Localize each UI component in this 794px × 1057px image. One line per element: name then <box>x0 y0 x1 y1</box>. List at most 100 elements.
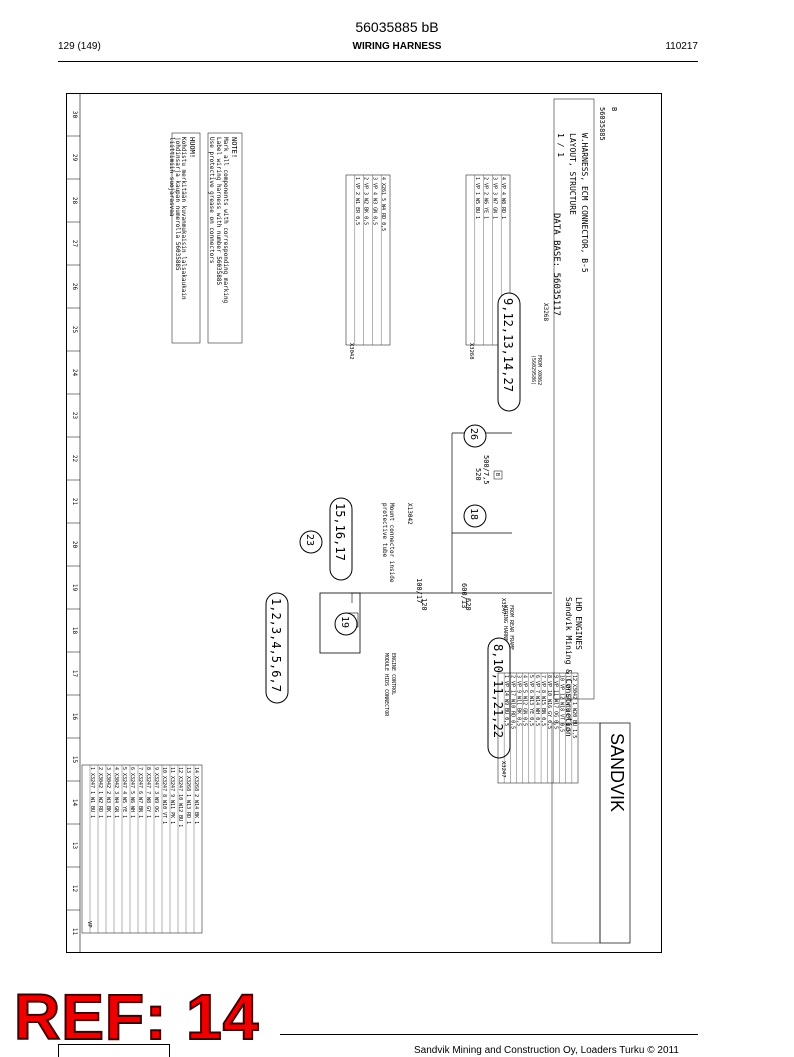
zone-number: 19 <box>71 584 78 592</box>
svg-text:X3268: X3268 <box>468 343 474 360</box>
zone-number: 14 <box>71 799 78 807</box>
footer-copyright: Sandvik Mining and Construction Oy, Load… <box>414 1045 679 1056</box>
table-row: 14 X3268 2 W14 BK 1 <box>193 767 199 824</box>
table-row: 3 X3042 2 W3 BK 1 <box>105 767 111 818</box>
company-line-1: LHD ENGINES <box>574 597 583 650</box>
vp-connector <box>319 592 361 654</box>
table-row: 2 X3042 1 W2 RD 1 <box>97 767 103 818</box>
table-row: 4 VP 5 W12 GN 0,5 <box>522 675 528 726</box>
huom-line-3: liittimiin suojarasvaa <box>168 137 175 217</box>
x3247-label: X3247 <box>500 598 506 615</box>
length-100-17: 100/17 <box>415 578 423 603</box>
table-row: 11 X3247 9 W11 PK 1 <box>169 767 175 824</box>
table-row: 10 VP 12 W18 VT 0,5 <box>559 675 565 732</box>
svg-text:19: 19 <box>339 616 350 628</box>
table-row: 12 X3247 10 W12 BU 1 <box>177 767 183 827</box>
table-row: 3 VP 3 W7 GN 1 <box>491 177 497 219</box>
sandvik-logo: SANDVIK <box>607 733 627 812</box>
zone-number: 20 <box>71 541 78 549</box>
svg-text:26: 26 <box>468 428 479 440</box>
zone-number: 15 <box>71 756 78 764</box>
table-row: 3 VP 9 W11 BK 0,5 <box>515 675 521 726</box>
data-base: DATA BASE: 56035117 <box>551 213 561 316</box>
callout-4: 19 <box>334 612 358 636</box>
table-row: 5 X3247 4 W5 YE 1 <box>121 767 127 818</box>
ref-stamp: REF: 14 <box>13 981 260 1053</box>
from-frame-2: WIRING HARNESS <box>502 605 508 647</box>
table-row: 11 VP 13 W19 PK 0,5 <box>565 675 571 732</box>
section-title: WIRING HARNESS <box>352 41 442 52</box>
mount-note-1: Mount connector inside <box>388 503 395 583</box>
table-row: 12 X3042 1 W20 BU 1,5 <box>571 675 577 738</box>
table-row: 5 VP 6 W13 YE 0,5 <box>528 675 534 726</box>
sheet-number: 1 / 1 <box>556 133 565 157</box>
box-b: B <box>494 473 500 476</box>
from-frame-1: FROM REAR FRAME <box>508 605 514 650</box>
huom-line-2: johdinsarja kaupan numerolla 56035885 <box>174 137 181 271</box>
svg-text:X3042: X3042 <box>348 343 354 360</box>
callout-2: 8,10,11,21,22 <box>487 637 511 759</box>
table-row: 6 X3247 5 W6 WH 1 <box>129 767 135 818</box>
zone-number: 29 <box>71 154 78 162</box>
huom-line-1: Kohdistu merkitään kuvanmukaisin lalsaka… <box>180 137 187 300</box>
mount-note-2: protective tube <box>381 503 388 558</box>
svg-text:9,12,13,14,27: 9,12,13,14,27 <box>501 298 515 392</box>
table-row: 8 X3247 7 W8 GY 1 <box>145 767 151 818</box>
zone-number: 16 <box>71 713 78 721</box>
svg-text:23: 23 <box>304 534 315 546</box>
note-title: NOTE! <box>230 137 238 158</box>
date-code: 110217 <box>665 41 698 52</box>
table-row: 7 VP 8 W15 BN 0,5 <box>540 675 546 726</box>
callout-3: 15,16,17 <box>329 497 353 581</box>
revision: B <box>610 107 618 111</box>
footer-rule <box>280 1034 698 1035</box>
zone-number: 22 <box>71 455 78 463</box>
footer-logo-mark <box>58 1044 170 1057</box>
table-row: 4 X261 5 W4 RD 0,5 <box>380 177 386 231</box>
length-500-7-5: 500/7,5 <box>482 455 490 485</box>
table-row: 1 VP 14 W9 BU 0,5 <box>503 675 509 726</box>
from-eng-2: (56029586) <box>530 355 536 385</box>
note-line-1: Mark all components with corresponding m… <box>222 137 229 304</box>
table-row: 7 X3247 6 W7 BN 1 <box>137 767 143 818</box>
table-row: 1 VP 1 W5 BU 1 <box>474 177 480 219</box>
zone-number: 17 <box>71 670 78 678</box>
callout-5: 23 <box>299 530 323 554</box>
document-number: 56035885 bB <box>355 19 439 35</box>
table-row: 6 VP 7 W14 WH 0,5 <box>534 675 540 726</box>
zone-number: 11 <box>71 928 78 936</box>
table-row: 9 X3247 3 W9 OG 1 <box>153 767 159 818</box>
zone-number: 18 <box>71 627 78 635</box>
table-row: 2 VP 3 W2 BK 0,5 <box>363 177 369 225</box>
header-rule <box>58 61 698 62</box>
x3042-label: X13042 <box>406 503 413 525</box>
length-600-13: 600/13 <box>460 583 468 608</box>
svg-text:X3247: X3247 <box>500 761 506 778</box>
svg-text:18: 18 <box>468 508 479 520</box>
table-row: 2 VP 2 W6 YE 1 <box>483 177 489 219</box>
from-eng-1: FROM X0862 <box>536 355 542 385</box>
zone-number: 26 <box>71 283 78 291</box>
table-row: 1 X3247 1 W1 BU 1 <box>89 767 95 818</box>
table-row: 13 X3268 1 W13 RD 1 <box>185 767 191 824</box>
wiring-drawing: 1112131415161718192021222324252627282930… <box>66 93 662 953</box>
ecm-note-2: MODULE HIDS CONNECTOR <box>383 653 389 717</box>
table-row: 10 X3247 8 W10 VT 1 <box>161 767 167 824</box>
zone-number: 30 <box>71 111 78 119</box>
zone-number: 12 <box>71 885 78 893</box>
table-row: 1 VP 2 W1 ER 0,5 <box>354 177 360 225</box>
table-row: 4 X3042 3 W4 GN 1 <box>113 767 119 818</box>
note-line-3: Use protective grease on connectors <box>208 137 215 264</box>
callout-6: 18 <box>463 504 487 528</box>
page-number: 129 (149) <box>58 41 101 52</box>
drawing-number: 56035885 <box>598 107 606 141</box>
zone-number: 23 <box>71 412 78 420</box>
zone-number: 24 <box>71 369 78 377</box>
zone-number: 13 <box>71 842 78 850</box>
callout-1: 1,2,3,4,5,6,7 <box>265 592 289 704</box>
